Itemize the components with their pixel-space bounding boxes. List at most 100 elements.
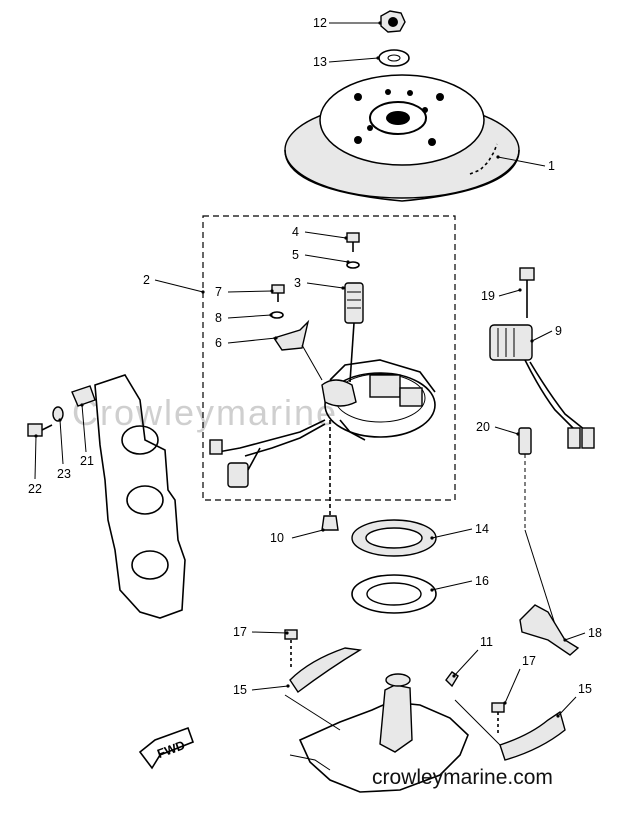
callout-leader-end-9: [530, 339, 534, 343]
pulser-washer: [270, 311, 284, 319]
pulser-screw: [271, 284, 285, 302]
base-gasket: [351, 574, 437, 614]
callout-leader-17: [251, 631, 288, 634]
small-screw: [27, 423, 53, 437]
callout-22: 22: [28, 482, 42, 496]
callout-8: 8: [215, 311, 222, 325]
callout-leader-9: [531, 330, 553, 342]
callout-leader-5: [304, 254, 349, 263]
callout-2: 2: [143, 273, 150, 287]
callout-leader-end-17: [285, 631, 289, 635]
callout-leader-22: [34, 435, 37, 480]
callout-leader-21: [81, 404, 87, 453]
callout-11: 11: [480, 635, 493, 649]
throttle-cam-right: [491, 702, 566, 761]
callout-leader-8: [227, 314, 272, 319]
callout-leader-end-21: [80, 403, 84, 407]
callout-leader-end-5: [346, 260, 350, 264]
callout-leader-end-15: [556, 714, 560, 718]
callout-leader-end-8: [269, 313, 273, 317]
callout-leader-end-15: [286, 684, 290, 688]
stator-base-plate: [321, 359, 436, 441]
callout-leader-end-14: [430, 536, 434, 540]
callout-leader-end-10: [321, 528, 325, 532]
callout-leader-end-17: [503, 701, 507, 705]
callout-19: 19: [481, 289, 495, 303]
callout-16: 16: [475, 574, 489, 588]
callout-leader-15: [251, 685, 289, 691]
callout-leader-end-7: [270, 289, 274, 293]
callout-21: 21: [80, 454, 94, 468]
callout-leader-end-19: [518, 288, 522, 292]
stator-assembly-box: [202, 215, 456, 501]
callout-leader-18: [564, 632, 586, 641]
callout-12: 12: [313, 16, 327, 30]
forward-arrow: FWD: [138, 726, 195, 770]
callout-leader-20: [494, 426, 519, 435]
callout-leader-end-6: [274, 336, 278, 340]
pulser-bracket: [272, 319, 323, 381]
stator-bolt: [321, 420, 339, 531]
flywheel: [284, 74, 520, 202]
flywheel-nut: [380, 10, 406, 33]
retainer-plate: [351, 519, 437, 557]
callout-leader-end-18: [563, 638, 567, 642]
control-link: [519, 604, 580, 656]
callout-leader-end-1: [496, 155, 500, 159]
callout-20: 20: [476, 420, 490, 434]
cdi-unit: [489, 324, 595, 449]
callout-leader-end-23: [58, 418, 62, 422]
callout-leader-6: [227, 337, 277, 344]
callout-leader-end-16: [430, 588, 434, 592]
callout-leader-19: [498, 289, 521, 297]
callout-leader-11: [453, 649, 479, 677]
cdi-spacer: [518, 427, 561, 641]
callout-5: 5: [292, 248, 299, 262]
callout-14: 14: [475, 522, 489, 536]
callout-leader-14: [431, 528, 473, 539]
callout-leader-end-22: [34, 434, 38, 438]
flywheel-washer: [378, 49, 410, 67]
callout-leader-7: [227, 290, 273, 293]
callout-leader-10: [291, 529, 324, 539]
callout-10: 10: [270, 531, 284, 545]
watermark-bottom: crowleymarine.com: [372, 766, 553, 789]
callout-leader-end-3: [341, 286, 345, 290]
callout-3: 3: [294, 276, 301, 290]
callout-leader-2: [154, 279, 204, 293]
callout-leader-end-20: [516, 432, 520, 436]
coil-screw: [346, 232, 360, 252]
cylinder-block: [94, 374, 186, 619]
callout-leader-13: [328, 57, 379, 63]
callout-leader-15: [557, 696, 577, 717]
callout-15: 15: [233, 683, 247, 697]
bracket-clip: [71, 385, 96, 407]
small-washer: [52, 406, 64, 422]
callout-leader-end-4: [344, 236, 348, 240]
callout-13: 13: [313, 55, 327, 69]
callout-leader-end-12: [378, 21, 382, 25]
callout-leader-end-2: [201, 290, 205, 294]
callout-1: 1: [548, 159, 555, 173]
ignition-coil: [344, 282, 364, 383]
callout-6: 6: [215, 336, 222, 350]
callout-4: 4: [292, 225, 299, 239]
callout-7: 7: [215, 285, 222, 299]
callout-23: 23: [57, 467, 71, 481]
callout-leader-1: [497, 156, 546, 167]
cdi-bolt: [519, 267, 535, 318]
callout-leader-end-11: [452, 674, 456, 678]
callout-15: 15: [578, 682, 592, 696]
callout-17: 17: [522, 654, 536, 668]
callout-leader-16: [431, 580, 473, 591]
callout-17: 17: [233, 625, 247, 639]
lower-mount-base: [284, 673, 501, 793]
callout-leader-3: [306, 282, 344, 289]
callout-leader-23: [59, 419, 64, 465]
callout-leader-17: [504, 668, 521, 704]
callout-leader-4: [304, 231, 347, 239]
stator-wire-harness: [209, 419, 326, 488]
callout-9: 9: [555, 324, 562, 338]
